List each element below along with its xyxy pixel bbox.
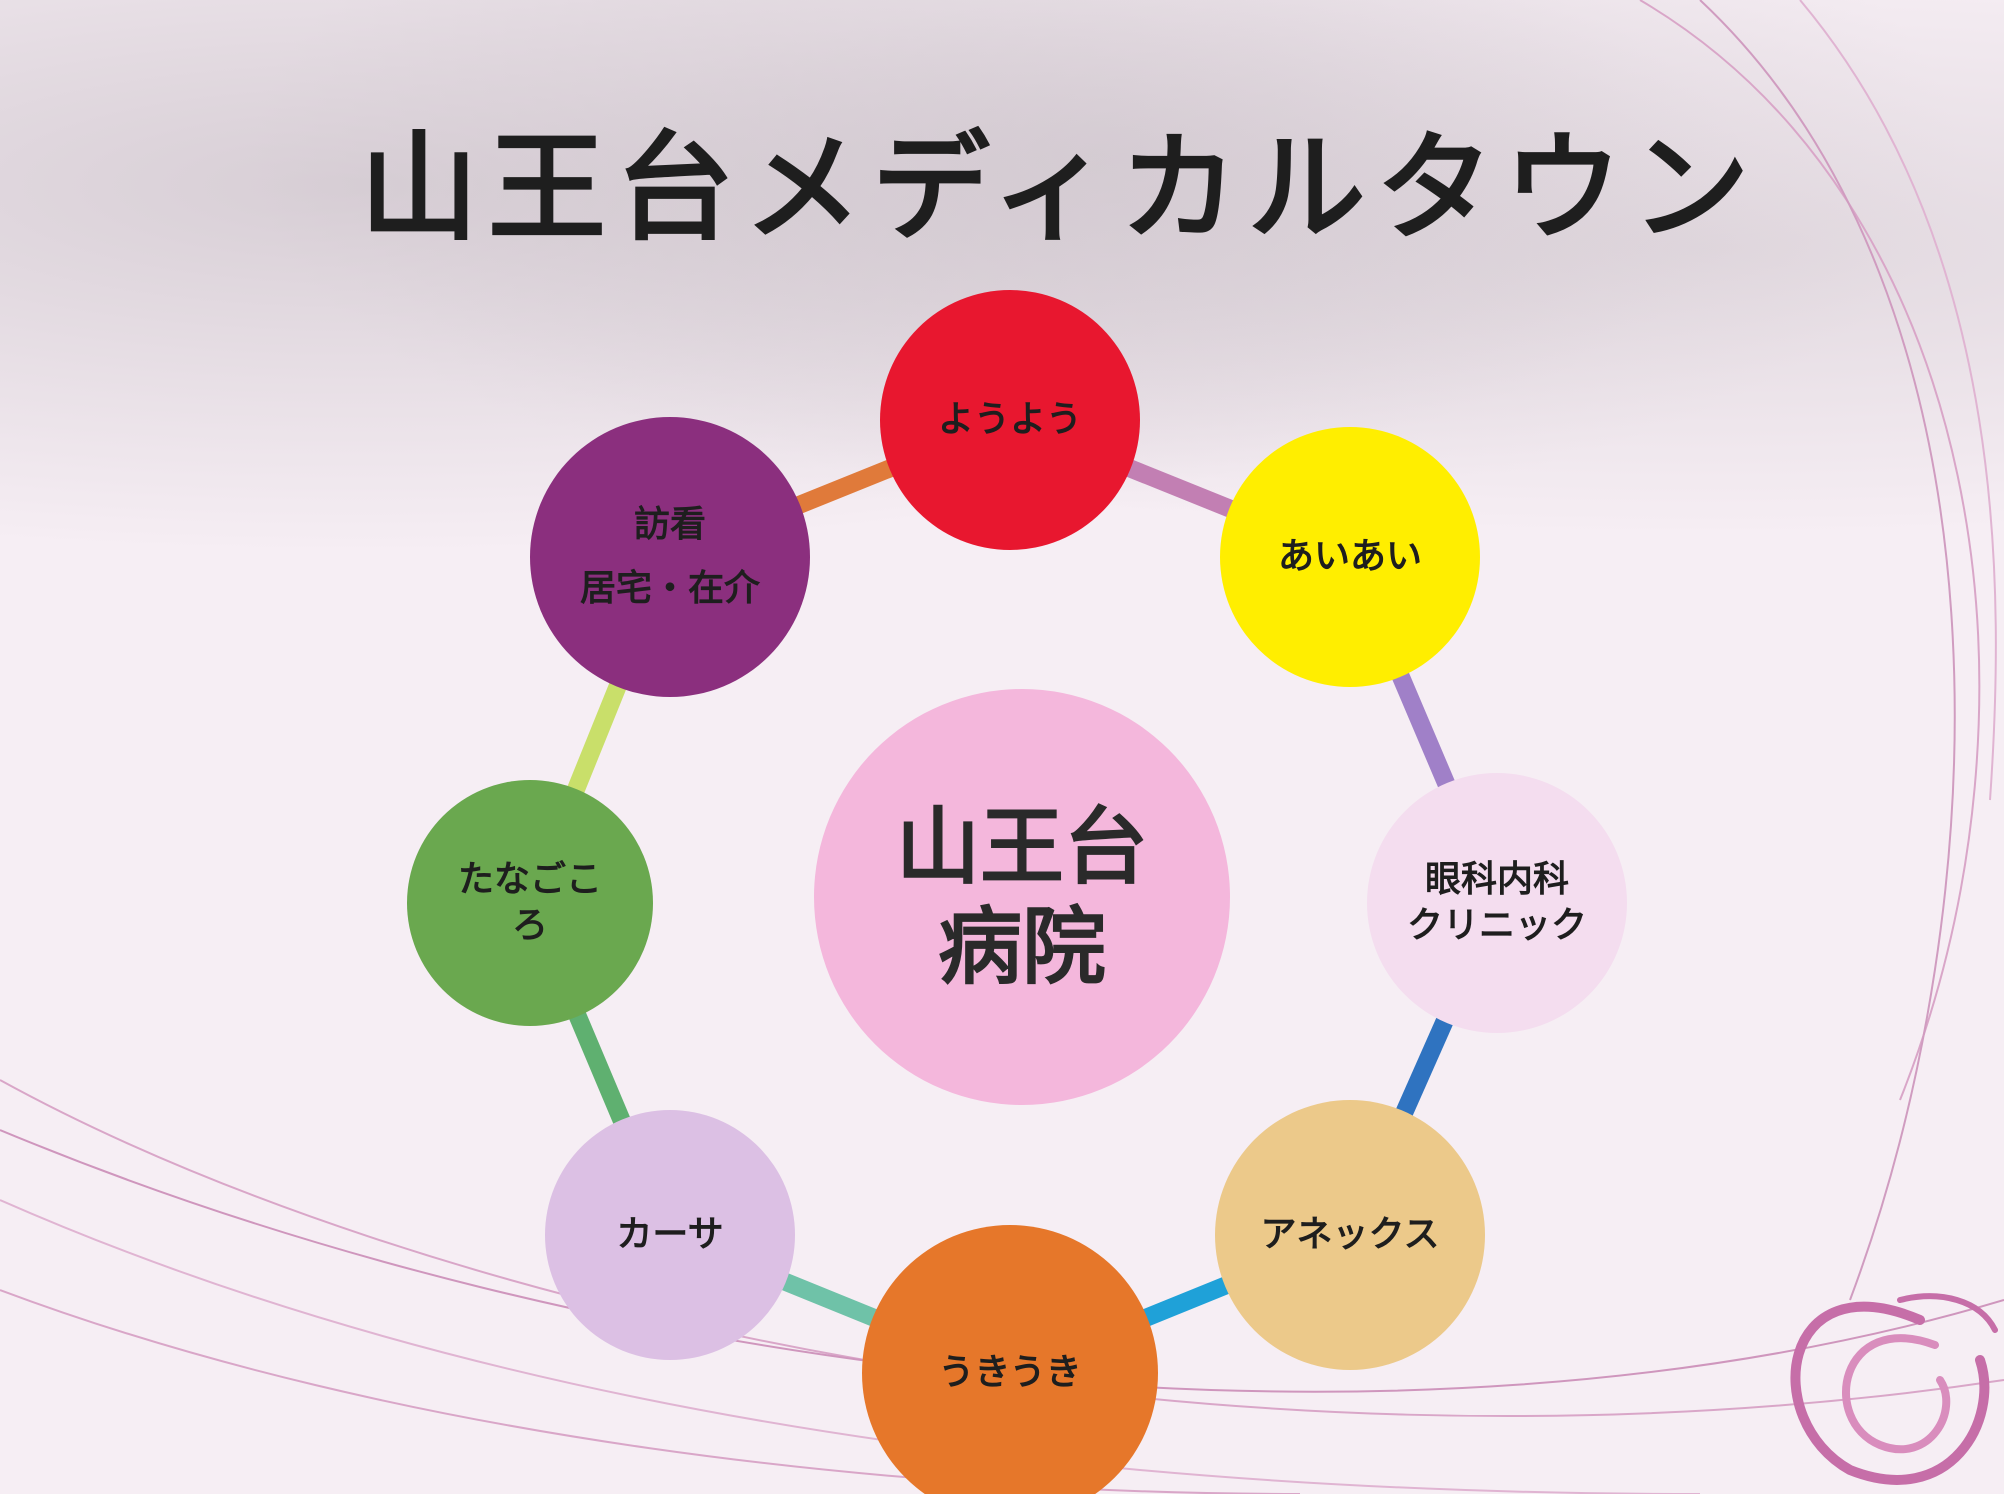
node-circle-youyou xyxy=(880,290,1140,550)
node-label-houkan: 訪看居宅・在介 xyxy=(551,493,789,621)
center-node-circle xyxy=(814,689,1230,1105)
page-title: 山王台メディカルタウン xyxy=(360,119,1760,257)
node-label-annex: アネックス xyxy=(1235,1212,1465,1258)
node-circle-ganka xyxy=(1367,773,1627,1033)
node-label-tanagokoro-line-2: ろ xyxy=(511,905,548,946)
node-label-annex-line-1: アネックス xyxy=(1260,1214,1440,1255)
node-label-ganka-line-2: クリニック xyxy=(1406,905,1587,946)
node-label-kasa: カーサ xyxy=(564,1212,777,1258)
node-label-kasa-line-1: カーサ xyxy=(616,1214,724,1255)
node-label-tanagokoro: たなごころ xyxy=(425,857,634,949)
node-circle-aiai xyxy=(1220,427,1480,687)
node-circle-ukiuki xyxy=(862,1225,1158,1494)
node-circle-tanagokoro xyxy=(407,780,653,1026)
logo-swirl-icon xyxy=(1790,1293,1998,1485)
node-label-aiai-line-1: あいあい xyxy=(1277,536,1422,577)
node-label-youyou: ようよう xyxy=(900,397,1121,443)
node-label-ukiuki: うきうき xyxy=(884,1350,1136,1396)
node-circles xyxy=(407,290,1627,1494)
node-label-aiai: あいあい xyxy=(1240,534,1461,580)
center-label-line-1: 山王台 xyxy=(895,798,1149,896)
center-node-label: 山王台病院 xyxy=(856,797,1189,997)
center-label-line-2: 病院 xyxy=(937,898,1107,996)
node-circle-kasa xyxy=(545,1110,795,1360)
node-circle-houkan xyxy=(530,417,810,697)
node-label-youyou-line-1: ようよう xyxy=(937,399,1082,440)
node-label-houkan-line-2: 居宅・在介 xyxy=(579,568,760,609)
node-label-ganka-line-1: 眼科内科 xyxy=(1424,859,1569,900)
node-label-ukiuki-line-1: うきうき xyxy=(938,1352,1082,1393)
node-circle-annex xyxy=(1215,1100,1485,1370)
node-label-ganka: 眼科内科クリニック xyxy=(1387,857,1608,949)
node-label-tanagokoro-line-1: たなごこ xyxy=(457,859,602,900)
node-label-houkan-line-1: 訪看 xyxy=(633,504,706,545)
